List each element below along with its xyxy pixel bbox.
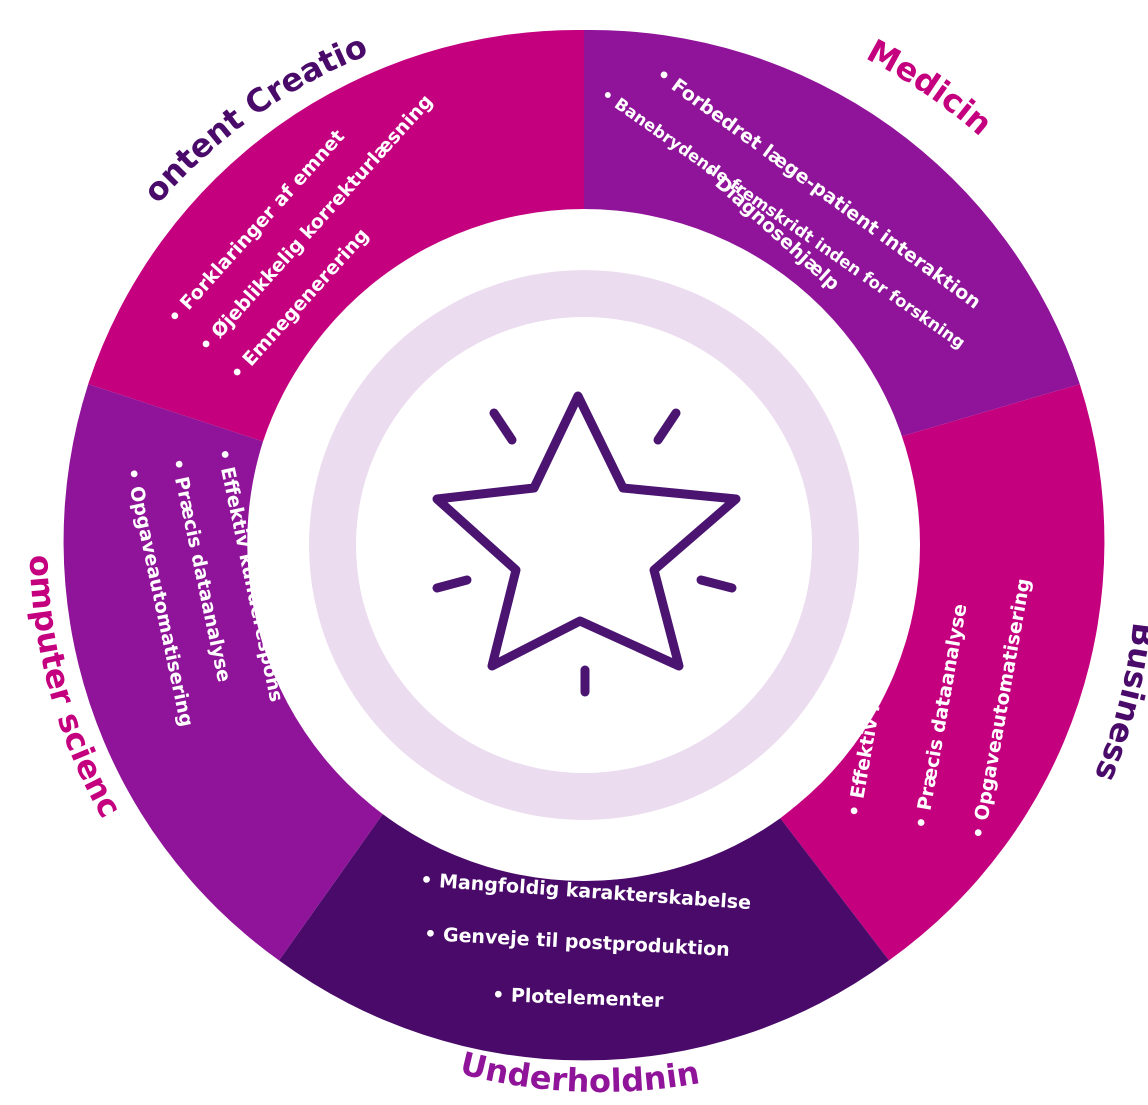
center-white-disc xyxy=(356,317,812,773)
segment-medicin xyxy=(584,29,1080,439)
sparkling-star-icon xyxy=(432,391,741,697)
segment-underholdning xyxy=(279,813,889,1061)
segment-computer-science xyxy=(63,384,384,961)
segment-content-creation xyxy=(88,29,584,442)
category-title-business: Business xyxy=(1087,621,1148,787)
segment-business xyxy=(780,384,1105,961)
